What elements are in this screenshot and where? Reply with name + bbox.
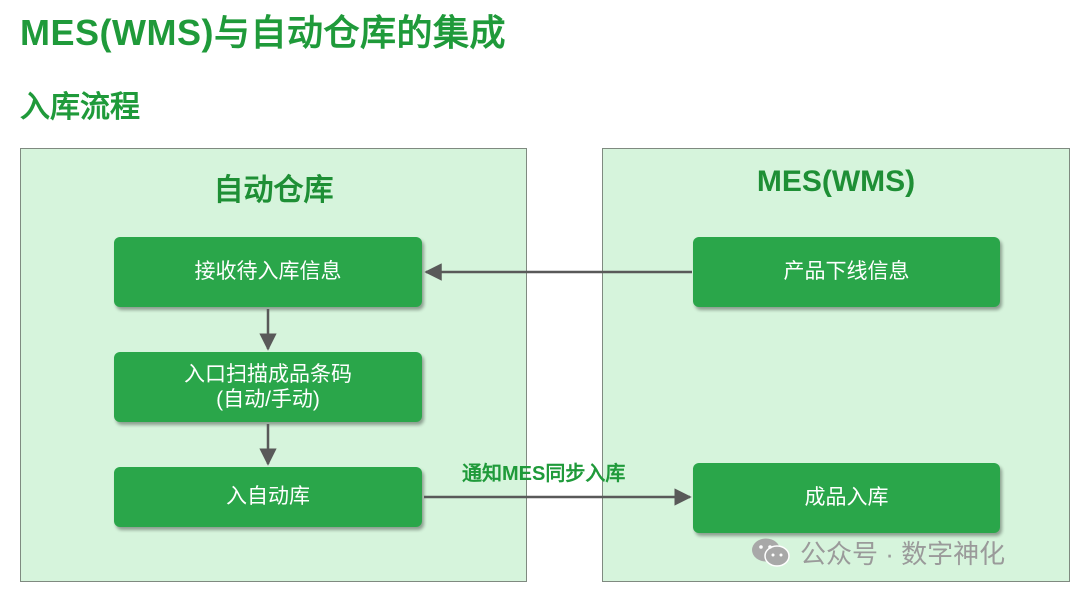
node-label: 入口扫描成品条码 bbox=[184, 362, 352, 386]
node-scan-barcode: 入口扫描成品条码 (自动/手动) bbox=[114, 352, 422, 422]
right-panel-title: MES(WMS) bbox=[756, 165, 916, 198]
node-finished-goods-inbound: 成品入库 bbox=[693, 463, 1000, 533]
page-title: MES(WMS)与自动仓库的集成 bbox=[20, 12, 506, 53]
node-enter-auto-warehouse: 入自动库 bbox=[114, 467, 422, 527]
node-sublabel: (自动/手动) bbox=[216, 388, 320, 411]
notify-mes-label: 通知MES同步入库 bbox=[462, 463, 626, 485]
node-product-offline-info: 产品下线信息 bbox=[693, 237, 1000, 307]
section-subtitle: 入库流程 bbox=[20, 91, 140, 124]
watermark-text: 公众号 · 数字神化 bbox=[800, 539, 1006, 569]
node-receive-inbound-info: 接收待入库信息 bbox=[114, 237, 422, 307]
node-label: 产品下线信息 bbox=[783, 260, 910, 284]
left-panel-title: 自动仓库 bbox=[213, 174, 334, 207]
node-label: 入自动库 bbox=[226, 485, 310, 509]
node-label: 接收待入库信息 bbox=[194, 260, 342, 284]
watermark: 公众号 · 数字神化 bbox=[750, 534, 1005, 571]
node-label: 成品入库 bbox=[804, 486, 889, 510]
wechat-icon bbox=[752, 538, 790, 567]
